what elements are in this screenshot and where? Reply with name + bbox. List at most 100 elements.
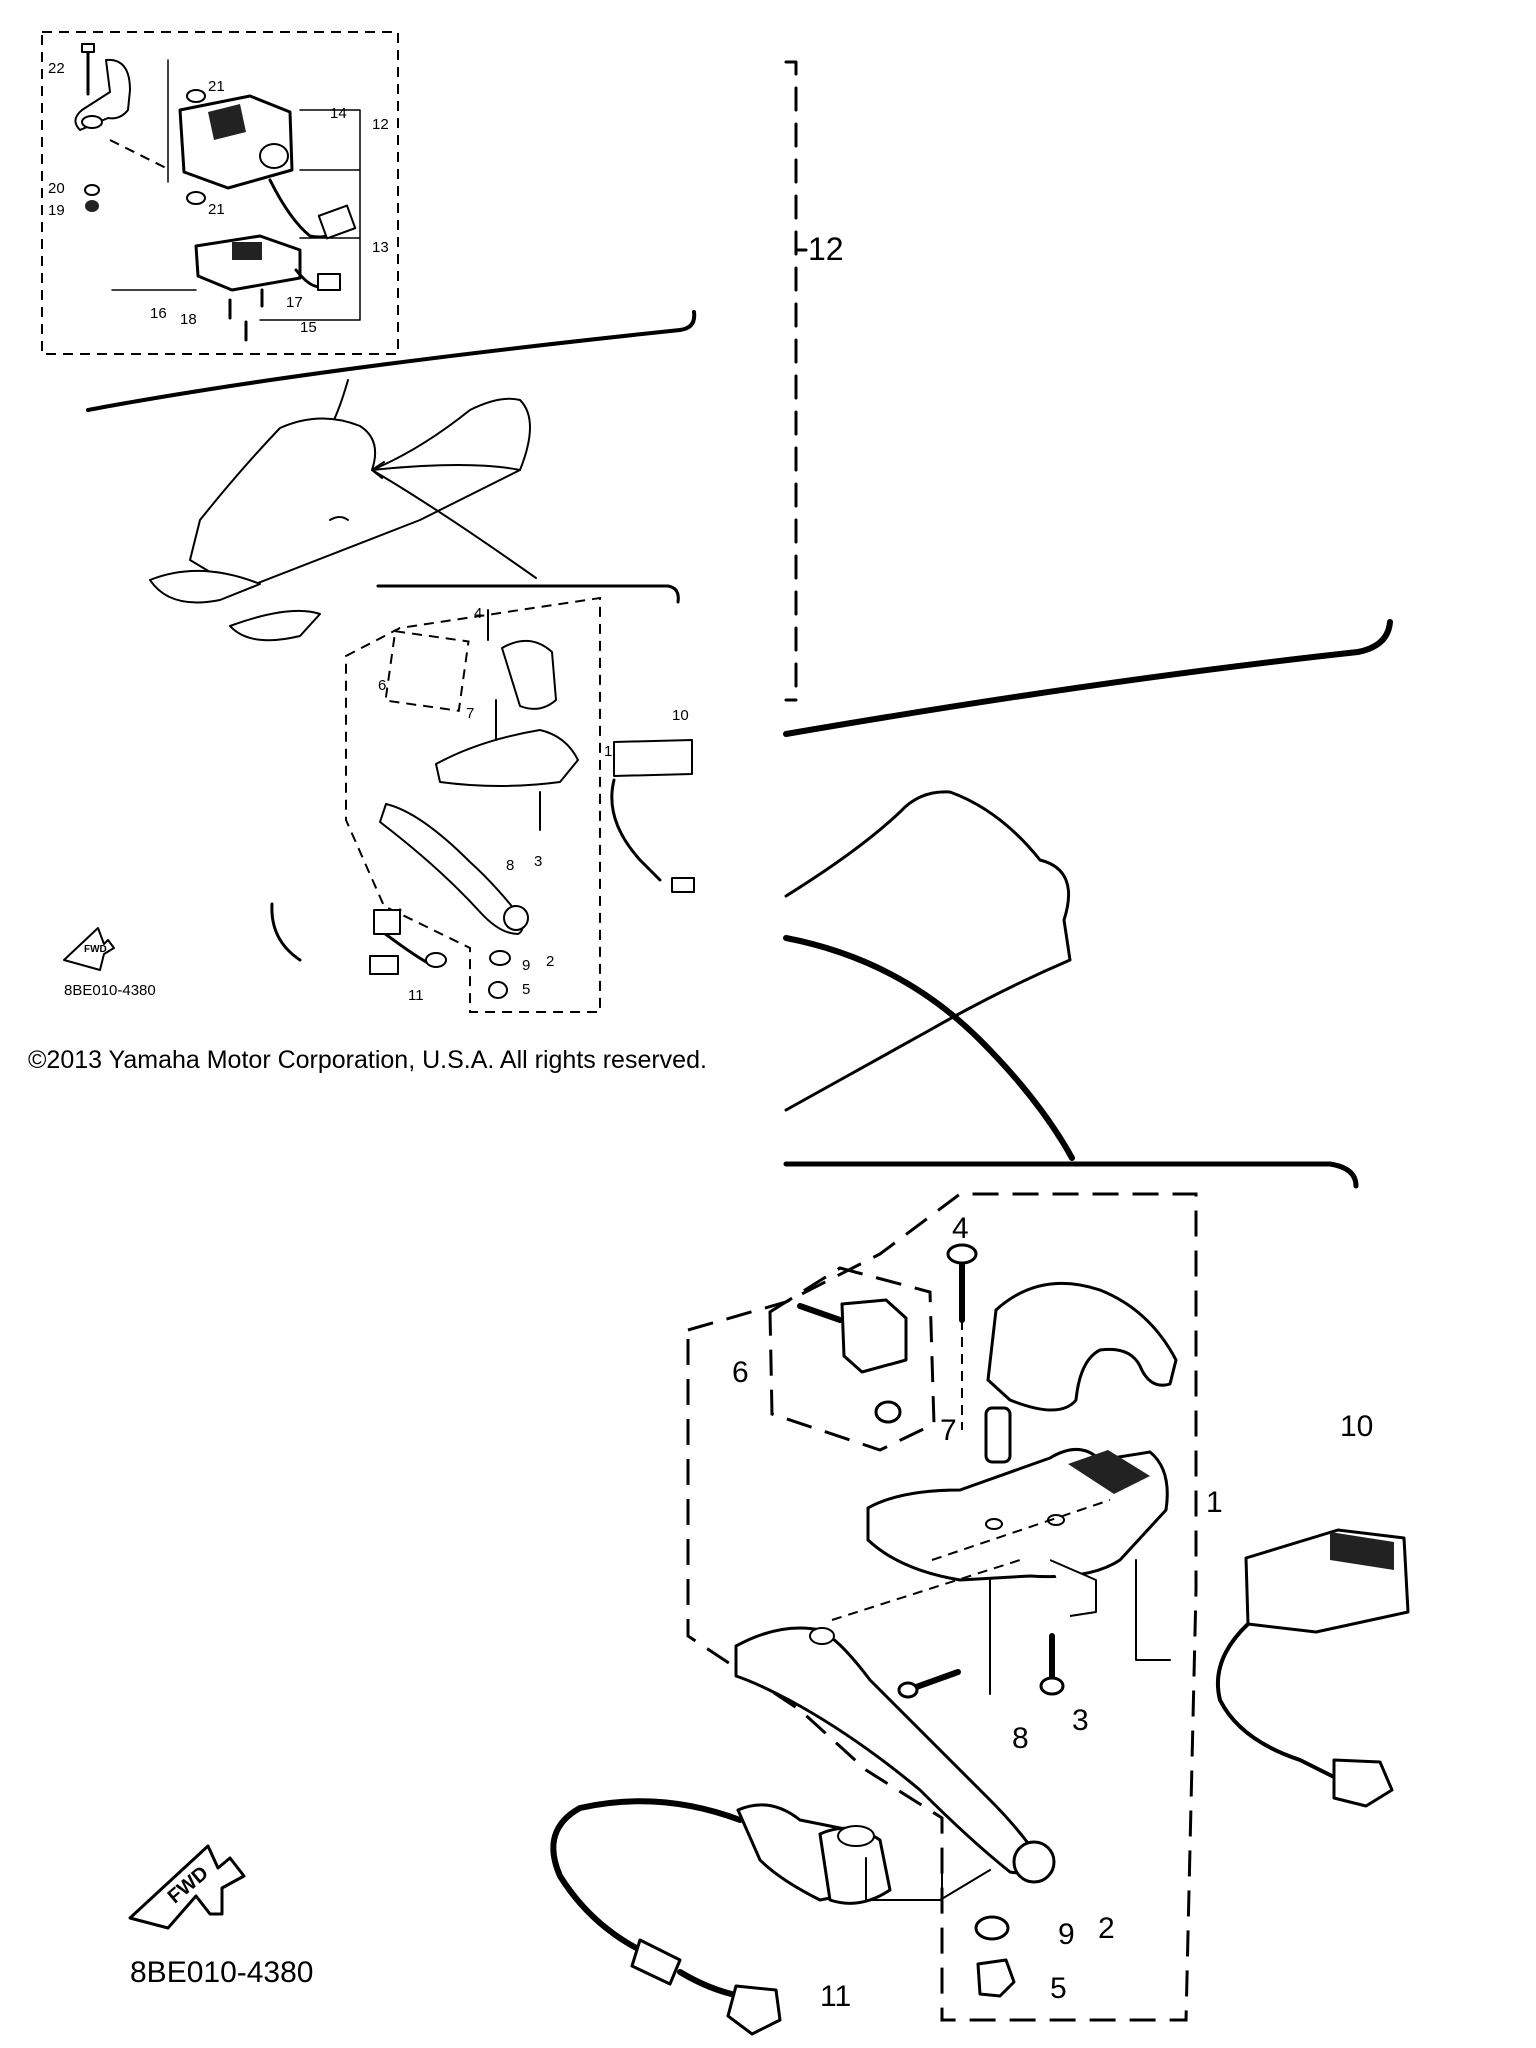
snowmobile-mark: [329, 516, 349, 521]
large-holder-hole-1: [985, 1518, 1003, 1530]
large-lever-holder: [866, 1448, 1169, 1582]
label-14: 14: [330, 105, 347, 122]
label-17: 17: [286, 294, 303, 311]
label-15: 15: [300, 319, 317, 336]
label-22: 22: [48, 60, 65, 77]
label-16: 16: [150, 305, 167, 322]
left-ski: [149, 569, 261, 604]
small-lever-ball: [503, 905, 529, 931]
label-21-top: 21: [208, 78, 225, 95]
small-label-8: 8: [506, 857, 514, 874]
large-sensor-knob: [818, 1826, 892, 1905]
connector-17: [317, 273, 341, 291]
nut-19: [85, 200, 99, 212]
large-label-10: 10: [1340, 1410, 1373, 1443]
copyright-notice: ©2013 Yamaha Motor Corporation, U.S.A. A…: [28, 1046, 707, 1074]
large-holder-tab: [1049, 1559, 1097, 1617]
small-label-9: 9: [522, 957, 530, 974]
right-ski: [229, 609, 321, 642]
overview-pointer-arc: [371, 469, 537, 579]
nut-21-bottom: [186, 191, 206, 205]
lower-switch-block: [232, 242, 262, 260]
large-lever-ball: [1012, 1840, 1056, 1884]
label-20: 20: [48, 180, 65, 197]
large-leader-lines: [989, 1559, 1171, 1695]
large-fwd-icon: [128, 1844, 246, 1930]
connector-13: [317, 204, 357, 240]
small-label-11: 11: [408, 987, 424, 1004]
small-fwd-text: FWD: [84, 944, 107, 955]
nut-21-top: [186, 89, 206, 103]
large-snowmobile-silhouette: [783, 790, 1075, 1161]
large-group-6-frame: [768, 1266, 936, 1452]
small-lever-2: [379, 803, 524, 935]
inset-leader-lines: [111, 59, 197, 291]
large-spring-6: [874, 1400, 902, 1424]
switch-housing-lower: [194, 234, 302, 292]
large-screw-6: [797, 1303, 843, 1323]
large-nut-5: [976, 1958, 1016, 1998]
inset-switch-assembly: 22 21 21 14 12 13 20 19 16 18 17 15: [41, 31, 399, 355]
large-clip-6: [840, 1298, 908, 1374]
small-label-1: 1: [604, 743, 612, 760]
inset-pointer: [331, 379, 349, 425]
small-washer-9: [489, 950, 511, 966]
mount-bracket: [74, 58, 131, 131]
small-switch-10: [613, 739, 693, 777]
large-lever-pivot: [809, 1627, 835, 1645]
label-21-bottom: 21: [208, 201, 225, 218]
small-label-3: 3: [534, 853, 542, 870]
bracket-hole: [81, 115, 103, 129]
small-sensor-cable: [270, 902, 302, 962]
small-plug: [369, 955, 399, 975]
small-label-4: 4: [474, 605, 482, 622]
large-group-1-frame: [686, 1192, 1198, 2022]
small-label-2: 2: [546, 953, 554, 970]
large-alignment-lines: [831, 1499, 1111, 1621]
large-snowmobile-outline: [784, 790, 1072, 1112]
small-switch-connector: [671, 877, 695, 893]
small-label-10: 10: [672, 707, 689, 724]
large-cable-sleeve: [630, 1938, 682, 1986]
label-12-small: 12: [372, 116, 389, 133]
large-holder-grip: [1068, 1450, 1150, 1494]
large-label-8: 8: [1012, 1722, 1029, 1755]
small-nut-9: [425, 952, 447, 968]
label-13: 13: [372, 239, 389, 256]
small-fwd-arrow: FWD: [63, 927, 115, 971]
large-label-2: 2: [1098, 1912, 1115, 1945]
large-switch-connector: [1332, 1758, 1394, 1808]
large-bolt-3-head: [1039, 1676, 1065, 1696]
large-bracket-12: 12: [784, 60, 844, 702]
snowmobile-seat-line: [371, 464, 521, 471]
small-lever-divider: [376, 584, 680, 604]
large-pointer-arc: [783, 935, 1075, 1161]
small-lever-cover: [501, 640, 557, 710]
small-screws: [487, 609, 541, 831]
housing-bore: [259, 143, 289, 169]
large-sensor-leader: [865, 1857, 991, 1901]
small-label-6: 6: [378, 677, 386, 694]
small-label-7: 7: [466, 705, 474, 722]
large-label-6: 6: [732, 1356, 749, 1389]
large-collar-7: [984, 1406, 1012, 1464]
large-label-4: 4: [952, 1212, 969, 1245]
large-sensor-top: [837, 1825, 875, 1847]
large-screw-8-head: [897, 1681, 919, 1699]
small-label-5: 5: [522, 981, 530, 998]
large-washer-9: [974, 1915, 1010, 1941]
large-switch-ribs: [1330, 1532, 1394, 1570]
small-lever-frame: [345, 596, 601, 1013]
large-fwd-arrow: FWD: [128, 1844, 246, 1930]
large-label-5: 5: [1050, 1972, 1067, 2005]
inset-alignment-line: [109, 139, 171, 171]
small-diagram-code: 8BE010-4380: [64, 982, 156, 999]
large-switch-wire: [1215, 1622, 1342, 1782]
snowmobile-overview: [149, 397, 537, 642]
snowmobile-body: [189, 397, 531, 591]
large-label-9: 9: [1058, 1918, 1075, 1951]
inset-dashed-frame: [41, 31, 399, 355]
inset-leader-brackets: [259, 109, 361, 321]
small-switch-wire: [610, 778, 662, 882]
